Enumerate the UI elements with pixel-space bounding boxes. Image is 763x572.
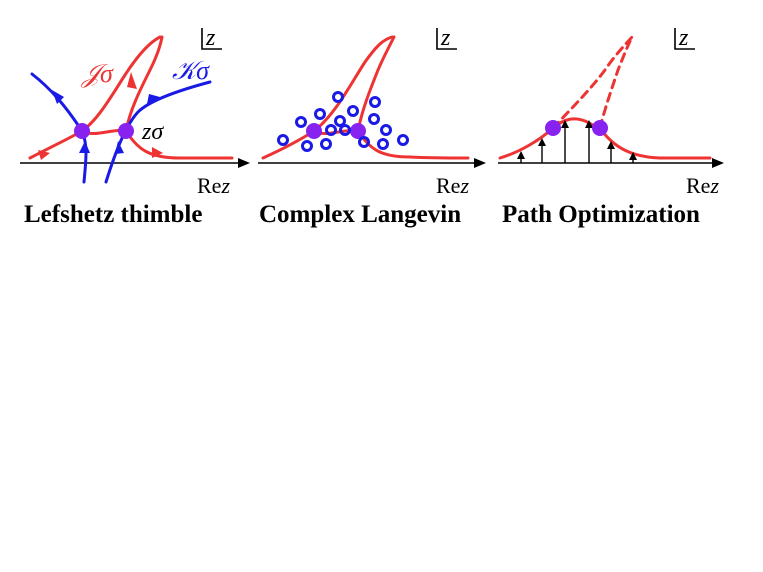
thimble-label: 𝒥σ (80, 59, 114, 88)
axis-arrow-icon (712, 158, 724, 168)
sample-point (347, 105, 359, 117)
dual-thimble-label: 𝒦σ (172, 56, 210, 85)
panel-title: Path Optimization (502, 201, 700, 228)
complex-plane-corner-icon (201, 28, 222, 50)
sample-point (332, 91, 344, 103)
axis-label: Rez (436, 173, 469, 198)
flow-arrow-icon (52, 90, 64, 104)
axis-arrow-icon (474, 158, 486, 168)
saddle-point (306, 123, 322, 139)
thimble-curve-right (356, 129, 470, 160)
complex-plane-corner-icon (674, 28, 695, 50)
flow-arrow-icon (152, 147, 163, 158)
thimble-curve-dashed (598, 35, 634, 130)
sample-point (277, 134, 289, 146)
langevin-samples (277, 91, 409, 152)
thimble-curve-right (124, 129, 234, 160)
saddle-label: zσ (141, 119, 164, 145)
flow-arrow-icon (147, 94, 160, 104)
axis-label: Rez (686, 173, 719, 198)
complex-plane-corner-icon (436, 28, 457, 50)
panel-lefshetz-thimble: z Rez 𝒥σ 𝒦σ zσ Lefshetz thimble (20, 25, 250, 228)
axis-arrow-icon (238, 158, 250, 168)
deformation-arrows (517, 120, 637, 163)
sample-point (295, 116, 307, 128)
sample-point (358, 136, 370, 148)
plane-label: z (205, 25, 216, 51)
saddle-point (592, 120, 608, 136)
thimble-curve-top (124, 35, 164, 133)
sample-point (377, 138, 389, 150)
flow-arrow-icon (38, 150, 50, 160)
saddle-point (545, 120, 561, 136)
sample-point (301, 140, 313, 152)
thimble-curve-top (356, 35, 396, 133)
sample-point (380, 124, 392, 136)
saddle-point (350, 123, 366, 139)
saddle-point (74, 123, 90, 139)
flow-arrow-icon (79, 141, 90, 153)
plane-label: z (678, 25, 689, 51)
thimble-curve-dashed (551, 35, 634, 130)
sample-point (320, 138, 332, 150)
sample-point (397, 134, 409, 146)
sample-point (339, 124, 351, 136)
panel-complex-langevin: z Rez Complex Langevin (258, 25, 486, 228)
saddle-point (118, 123, 134, 139)
panel-title: Complex Langevin (259, 201, 461, 228)
thimble-curve-left (28, 35, 162, 160)
panel-title: Lefshetz thimble (24, 201, 202, 228)
sample-point (368, 113, 380, 125)
flow-arrow-icon (127, 72, 137, 89)
sample-point (334, 115, 346, 127)
sample-point (369, 96, 381, 108)
axis-label: Rez (197, 173, 230, 198)
sample-point (314, 108, 326, 120)
panel-path-optimization: z Rez Path Optimization (498, 25, 724, 228)
plane-label: z (440, 25, 451, 51)
dual-thimble-curve-right (104, 80, 212, 184)
flow-arrow-icon (115, 141, 124, 154)
sample-point (325, 124, 337, 136)
